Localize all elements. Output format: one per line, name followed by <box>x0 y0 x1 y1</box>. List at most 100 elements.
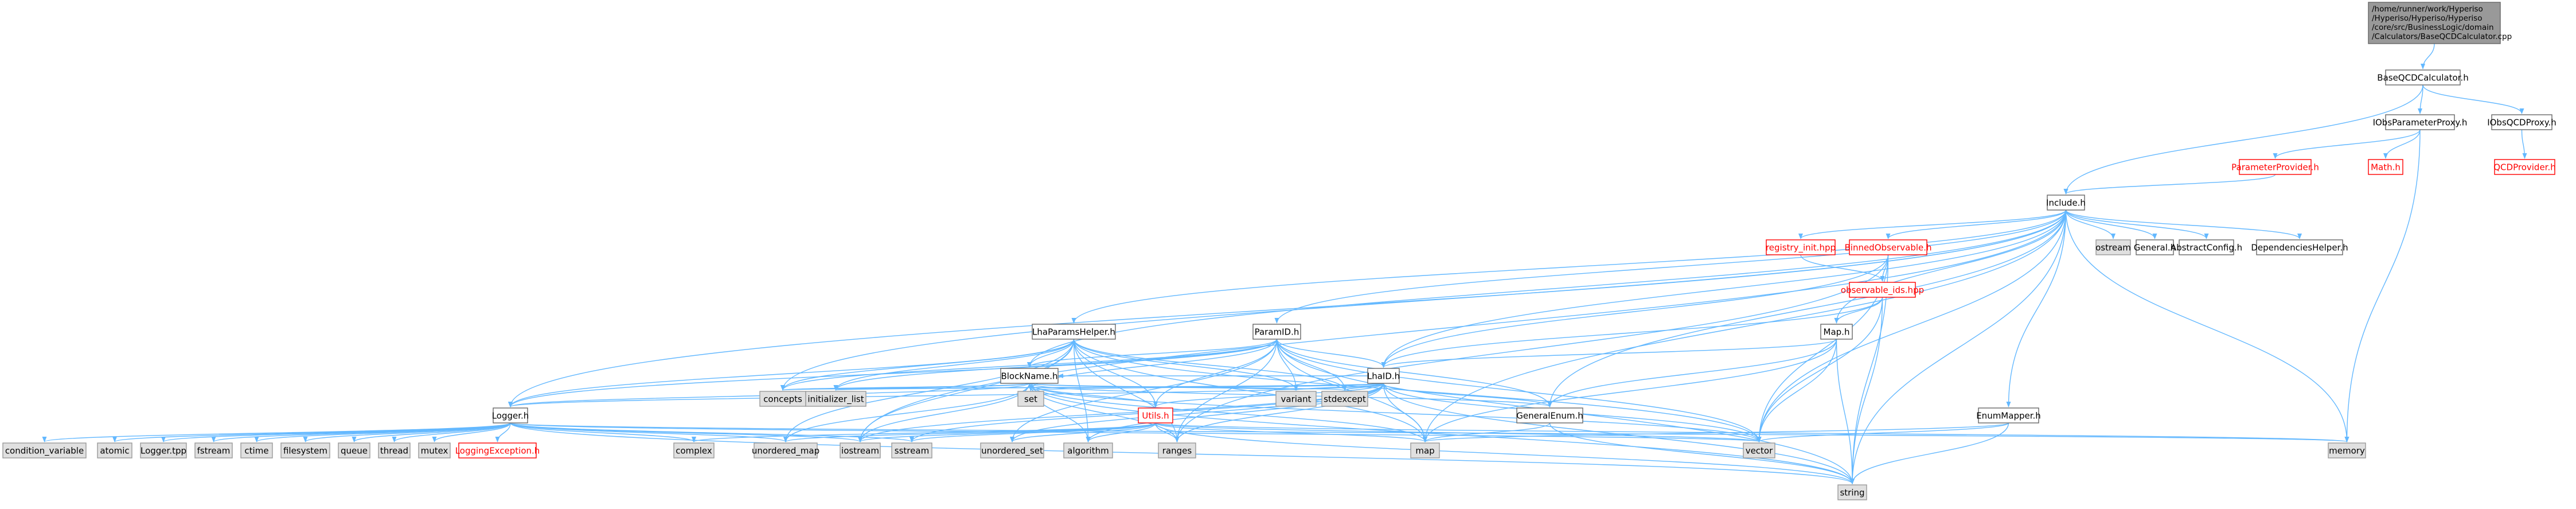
node-paramid[interactable]: ParamID.h <box>1252 324 1301 340</box>
node-variant: variant <box>1275 391 1317 407</box>
node-iobsqcd[interactable]: IObsQCDProxy.h <box>2487 114 2557 130</box>
node-fstream: fstream <box>194 442 233 459</box>
edge-logger-to-mutex <box>432 422 511 442</box>
root-label-line: /Hyperiso/Hyperiso/Hyperiso <box>2372 14 2482 23</box>
edge-include-to-enummapper <box>2006 209 2067 407</box>
node-label: mutex <box>421 446 448 456</box>
edge-enummapper-to-vector <box>1757 422 2009 442</box>
node-box <box>2494 159 2555 175</box>
node-box <box>2385 69 2461 86</box>
edge-lhaparams-to-algorithm <box>1073 339 1091 442</box>
node-include[interactable]: Include.h <box>2046 195 2086 211</box>
edge-logger-to-unordered_map <box>510 422 788 442</box>
node-blockname[interactable]: BlockName.h <box>1000 368 1059 384</box>
edge-utils-to-complex <box>692 422 1156 442</box>
node-box <box>1743 442 1775 459</box>
node-box <box>194 442 233 459</box>
node-box <box>1849 282 1916 298</box>
edge-include-to-paramid <box>1274 209 2067 324</box>
node-registry[interactable]: registry_init.hpp <box>1766 239 1836 255</box>
node-box <box>378 442 411 459</box>
node-lhaparams[interactable]: LhaParamsHelper.h <box>1032 324 1116 340</box>
node-maph[interactable]: Map.h <box>1820 324 1853 340</box>
node-label: unordered_map <box>752 446 819 457</box>
edge-logger-to-memory <box>510 422 2348 442</box>
edge-include-to-memory <box>2065 209 2349 442</box>
node-label: initializer_list <box>807 394 864 405</box>
node-condition-variable: condition_variable <box>2 442 87 459</box>
edge-maph-to-map <box>1423 339 1837 442</box>
edge-paramid-to-generalenum <box>1276 339 1552 407</box>
edge-include-to-abstractconfig <box>2065 209 2209 239</box>
node-label: complex <box>676 446 712 456</box>
edge-lhaparams-to-utils <box>1073 339 1158 407</box>
edge-logger-to-vector <box>510 422 1761 442</box>
node-box <box>1849 239 1927 255</box>
node-thread: thread <box>378 442 411 459</box>
node-observable-ids[interactable]: observable_ids.hpp <box>1841 282 1924 298</box>
node-generalenum[interactable]: GeneralEnum.h <box>1516 407 1583 423</box>
edge-logger-to-queue <box>352 422 511 442</box>
edge-include-to-dependencies <box>2065 209 2302 239</box>
node-sstream: sstream <box>891 442 932 459</box>
node-label: DependenciesHelper.h <box>2251 243 2348 253</box>
edge-observable_ids-to-maph <box>1834 297 1883 324</box>
node-math[interactable]: Math.h <box>2368 159 2403 175</box>
node-filesystem: filesystem <box>280 442 330 459</box>
node-iobsparam[interactable]: IObsParameterProxy.h <box>2373 114 2468 130</box>
edge-iobsqcd-to-qcdprov <box>2521 129 2527 159</box>
edge-include-to-lhaid <box>1381 209 2067 368</box>
node-label: ParameterProvider.h <box>2231 162 2319 173</box>
edge-logger-to-thread <box>392 422 511 442</box>
node-baseqcd[interactable]: BaseQCDCalculator.h <box>2377 69 2469 86</box>
edge-utils-to-sstream <box>910 422 1156 442</box>
node-string: string <box>1837 484 1867 500</box>
node-utils[interactable]: Utils.h <box>1138 407 1173 423</box>
node-enummapper[interactable]: EnumMapper.h <box>1976 407 2041 423</box>
node-box <box>2385 114 2455 130</box>
node-abstractconfig[interactable]: AbstractConfig.h <box>2171 239 2242 255</box>
node-loggingexception[interactable]: LoggingException.h <box>455 442 540 459</box>
edge-blockname-to-stdexcept <box>1029 383 1346 391</box>
node-box <box>891 442 932 459</box>
edge-include-to-string <box>1850 209 2067 484</box>
node-label: fstream <box>197 446 231 456</box>
edge-include-to-ostream <box>2065 209 2116 239</box>
node-label: Map.h <box>1824 327 1850 337</box>
node-box <box>1000 368 1059 384</box>
node-logger[interactable]: Logger.h <box>492 407 529 423</box>
root-label-line: /core/src/BusinessLogic/domain <box>2372 23 2494 32</box>
node-box <box>458 442 537 459</box>
node-mutex: mutex <box>418 442 451 459</box>
node-label: queue <box>341 446 368 456</box>
node-qcdprov[interactable]: QCDProvider.h <box>2493 159 2556 175</box>
edge-root-to-baseqcd <box>2421 43 2435 69</box>
node-binned[interactable]: BinnedObservable.h <box>1844 239 1932 255</box>
node-dependencies[interactable]: DependenciesHelper.h <box>2251 239 2348 255</box>
node-lhaid[interactable]: LhaID.h <box>1367 368 1400 384</box>
node-label: set <box>1024 394 1037 405</box>
node-label: variant <box>1281 394 1312 405</box>
edge-blockname-to-map <box>1029 383 1427 442</box>
edge-blockname-to-vector <box>1029 383 1762 442</box>
node-label: observable_ids.hpp <box>1841 285 1924 296</box>
node-vector: vector <box>1743 442 1775 459</box>
edge-paramid-to-variant <box>1276 339 1298 391</box>
edge-include-to-map <box>1423 209 2067 442</box>
node-root[interactable]: /home/runner/work/Hyperiso/Hyperiso/Hype… <box>2368 2 2512 44</box>
node-box <box>1321 391 1368 407</box>
node-label: sstream <box>895 446 929 456</box>
edge-paramid-to-unordered_set <box>1010 339 1278 442</box>
edge-lhaid-to-variant <box>1294 383 1384 391</box>
node-general[interactable]: General.h <box>2134 239 2176 255</box>
edge-utils-to-memory <box>1155 422 2349 442</box>
edge-include-to-general <box>2065 209 2157 239</box>
node-box <box>1410 442 1440 459</box>
node-paramprov[interactable]: ParameterProvider.h <box>2231 159 2319 175</box>
node-box <box>2179 239 2234 255</box>
node-unordered-set: unordered_set <box>980 442 1044 459</box>
node-label: GeneralEnum.h <box>1516 411 1583 421</box>
edge-binned-to-lhaid <box>1381 254 1889 368</box>
node-label: BinnedObservable.h <box>1844 243 1931 253</box>
node-box <box>2368 2 2501 44</box>
